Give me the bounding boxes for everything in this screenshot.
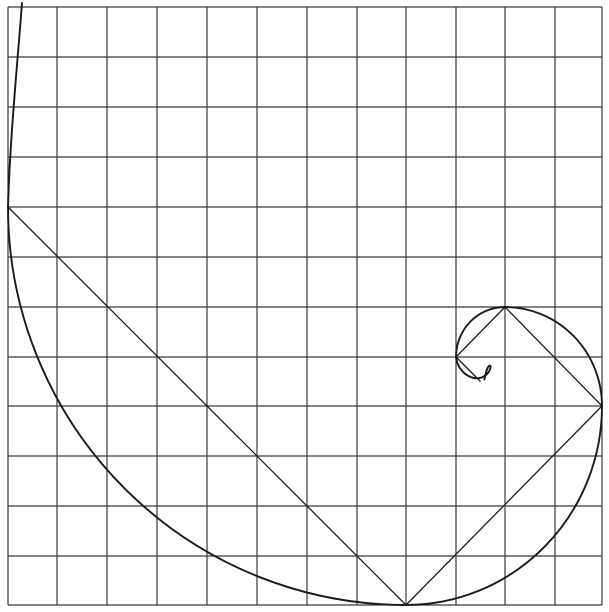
chord-line xyxy=(405,405,603,606)
spiral-arc-4 xyxy=(455,306,506,358)
spiral-arc-1 xyxy=(7,206,407,606)
spiral-arc-3 xyxy=(504,306,603,407)
chord-lines xyxy=(7,206,603,606)
chord-line xyxy=(455,306,506,358)
spiral-arc-2 xyxy=(405,405,603,606)
chord-line xyxy=(7,206,407,606)
spiral-curve xyxy=(7,2,603,606)
grid xyxy=(7,6,603,606)
chord-line xyxy=(504,306,603,407)
spiral-inner-hook xyxy=(455,356,492,381)
spiral-tail xyxy=(7,2,23,208)
